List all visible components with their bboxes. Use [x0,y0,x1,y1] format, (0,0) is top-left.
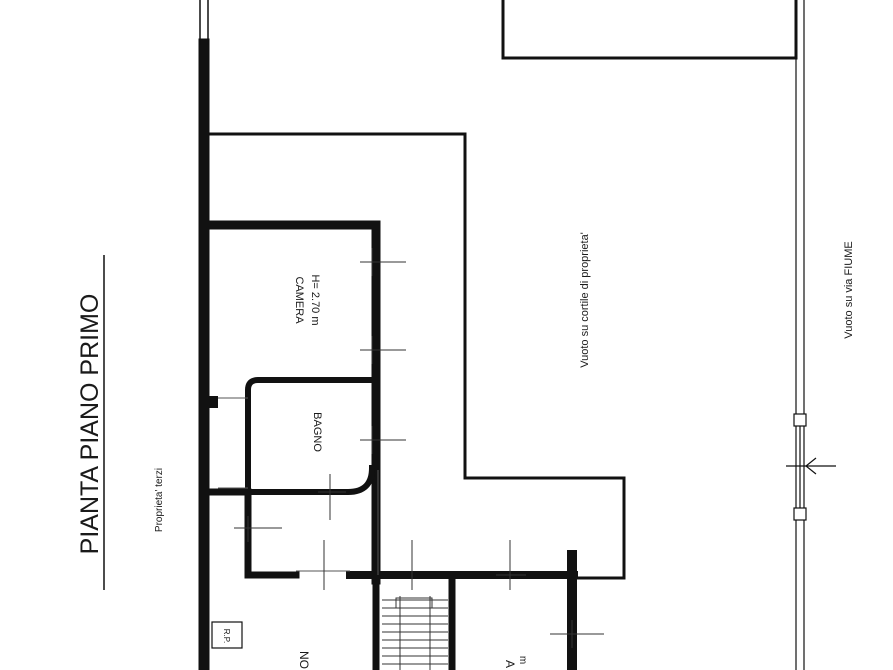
street-marker [786,413,836,521]
wall-stub [206,396,218,408]
marker-arrow [805,457,817,475]
marker-box-top [793,413,807,427]
walls [198,0,805,670]
corridor-wall [206,488,300,579]
marker-box-bottom [793,507,807,521]
cut-label-3: m [517,656,528,664]
window-markers [234,248,604,648]
stair-landing [395,597,433,609]
thin-lines [218,397,379,575]
neighbor-label: Proprieta' terzi [154,468,165,532]
rp-label: R.P. [222,629,231,644]
courtyard-outline [208,132,626,580]
rp-box [211,621,243,649]
stair-treads [382,596,448,670]
courtyard-label: Vuoto su cortile di proprieta' [579,232,591,368]
drawing-title: PIANTA PIANO PRIMO [76,294,104,555]
cut-label-2: A [503,660,517,668]
upper-building-outline [501,0,798,60]
bagno-walls [245,377,376,495]
room-bagno-name: BAGNO [311,412,323,452]
street-label: Vuoto su via FIUME [843,241,855,338]
cut-label-1: NO [297,651,311,669]
camera-walls [205,220,381,585]
room-camera-name: CAMERA [293,276,305,324]
room-camera-height: H= 2.70 m [309,274,321,325]
